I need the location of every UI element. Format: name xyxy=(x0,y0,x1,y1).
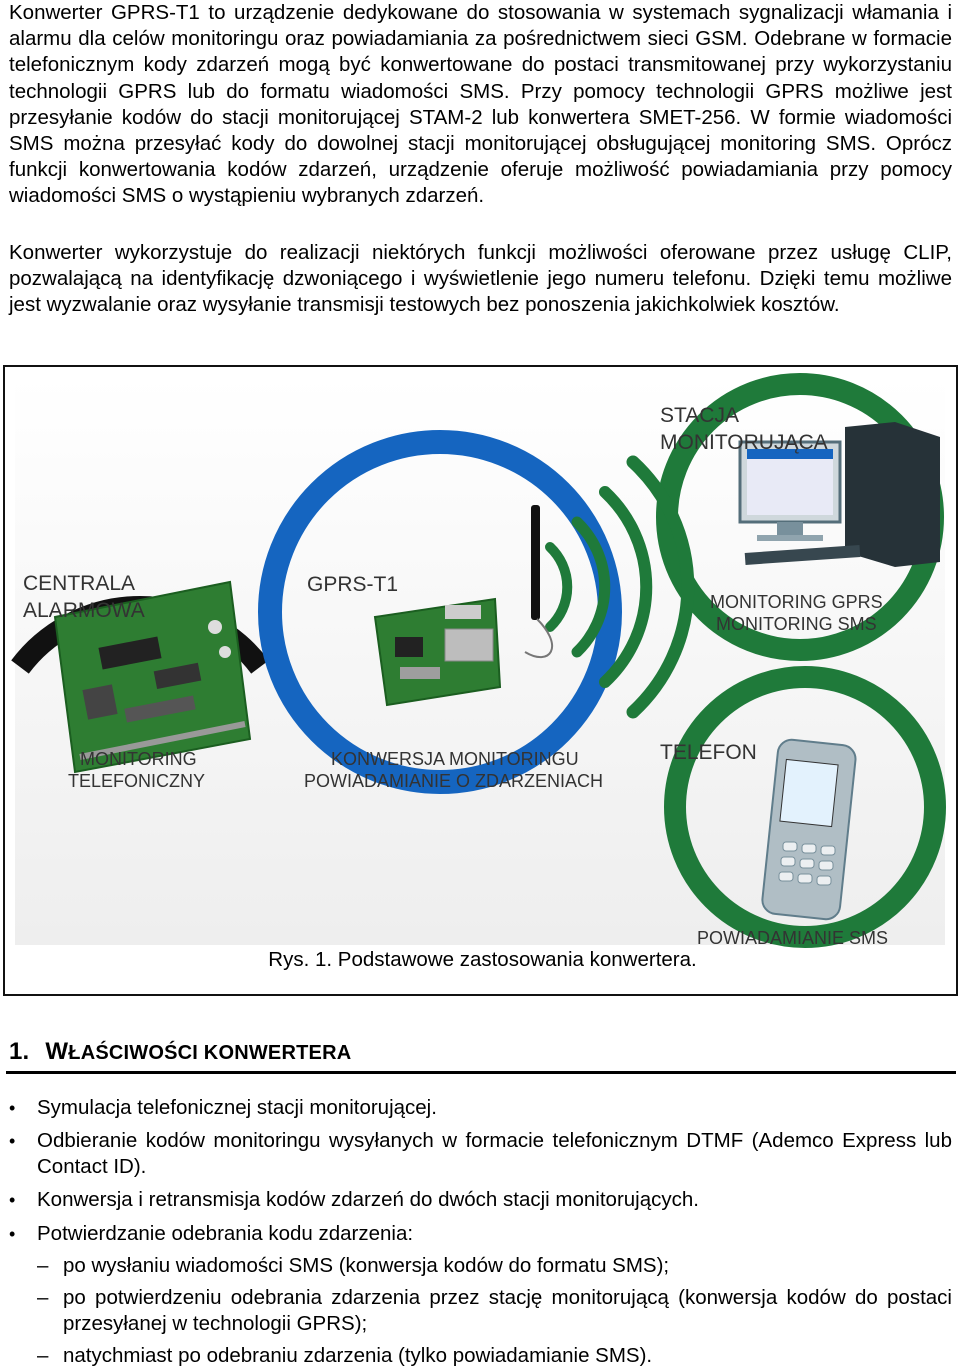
panel-label-line1: CENTRALA xyxy=(23,572,135,595)
figure-frame: STACJA MONITORUJĄCA CENTRALA ALARMOWA GP… xyxy=(3,365,958,996)
section-title-rest: ŁAŚCIWOŚCI KONWERTERA xyxy=(68,1042,352,1064)
phone-monitoring-label-line2: TELEFONICZNY xyxy=(68,771,205,791)
sub-bullet-item: po wysłaniu wiadomości SMS (konwersja ko… xyxy=(37,1253,952,1279)
device-label: GPRS-T1 xyxy=(307,573,398,596)
antenna-icon xyxy=(524,505,554,659)
phone-label: TELEFON xyxy=(660,741,757,764)
monitoring-station-computer-icon xyxy=(738,422,940,567)
sub-bullet-item: po potwierdzeniu odebrania zdarzenia prz… xyxy=(37,1285,952,1337)
figure-caption: Rys. 1. Podstawowe zastosowania konwerte… xyxy=(268,948,697,971)
sub-bullet-item: natychmiast po odebraniu zdarzenia (tylk… xyxy=(37,1343,952,1369)
alarm-panel-board-icon xyxy=(53,580,252,774)
bullet-item: Symulacja telefonicznej stacji monitoruj… xyxy=(9,1095,952,1121)
station-label-line1: STACJA xyxy=(660,404,739,427)
bullet-item: Potwierdzanie odebrania kodu zdarzenia: xyxy=(9,1221,952,1247)
device-ring xyxy=(258,430,622,794)
section-number: 1. xyxy=(9,1038,30,1065)
monitoring-label-line2: MONITORING SMS xyxy=(716,614,877,634)
sms-notify-label: POWIADAMIANIE SMS xyxy=(697,928,888,948)
panel-label-line2: ALARMOWA xyxy=(23,599,145,622)
section-title-initial: W xyxy=(45,1038,69,1065)
station-label-line2: MONITORUJĄCA xyxy=(660,431,828,454)
phone-monitoring-label-line1: MONITORING xyxy=(80,749,197,769)
mobile-phone-icon xyxy=(761,738,857,921)
bullet-item: Konwersja i retransmisja kodów zdarzeń d… xyxy=(9,1187,952,1213)
intro-paragraph-1: Konwerter GPRS-T1 to urządzenie dedykowa… xyxy=(9,1,952,208)
section-divider xyxy=(6,1071,956,1074)
monitoring-label-line1: MONITORING GPRS xyxy=(710,592,883,612)
conversion-label-line2: POWIADAMIANIE O ZDARZENIACH xyxy=(304,771,603,791)
gprs-device-board-icon xyxy=(373,597,502,707)
conversion-label-line1: KONWERSJA MONITORINGU xyxy=(331,749,579,769)
intro-paragraph-2: Konwerter wykorzystuje do realizacji nie… xyxy=(9,241,952,317)
signal-waves-icon xyxy=(545,455,695,719)
figure-illustration: STACJA MONITORUJĄCA CENTRALA ALARMOWA GP… xyxy=(11,373,946,948)
bullet-item: Odbieranie kodów monitoringu wysyłanych … xyxy=(9,1128,952,1180)
section-heading: 1. WŁAŚCIWOŚCI KONWERTERA xyxy=(9,1038,351,1066)
phone-ring xyxy=(664,666,946,948)
